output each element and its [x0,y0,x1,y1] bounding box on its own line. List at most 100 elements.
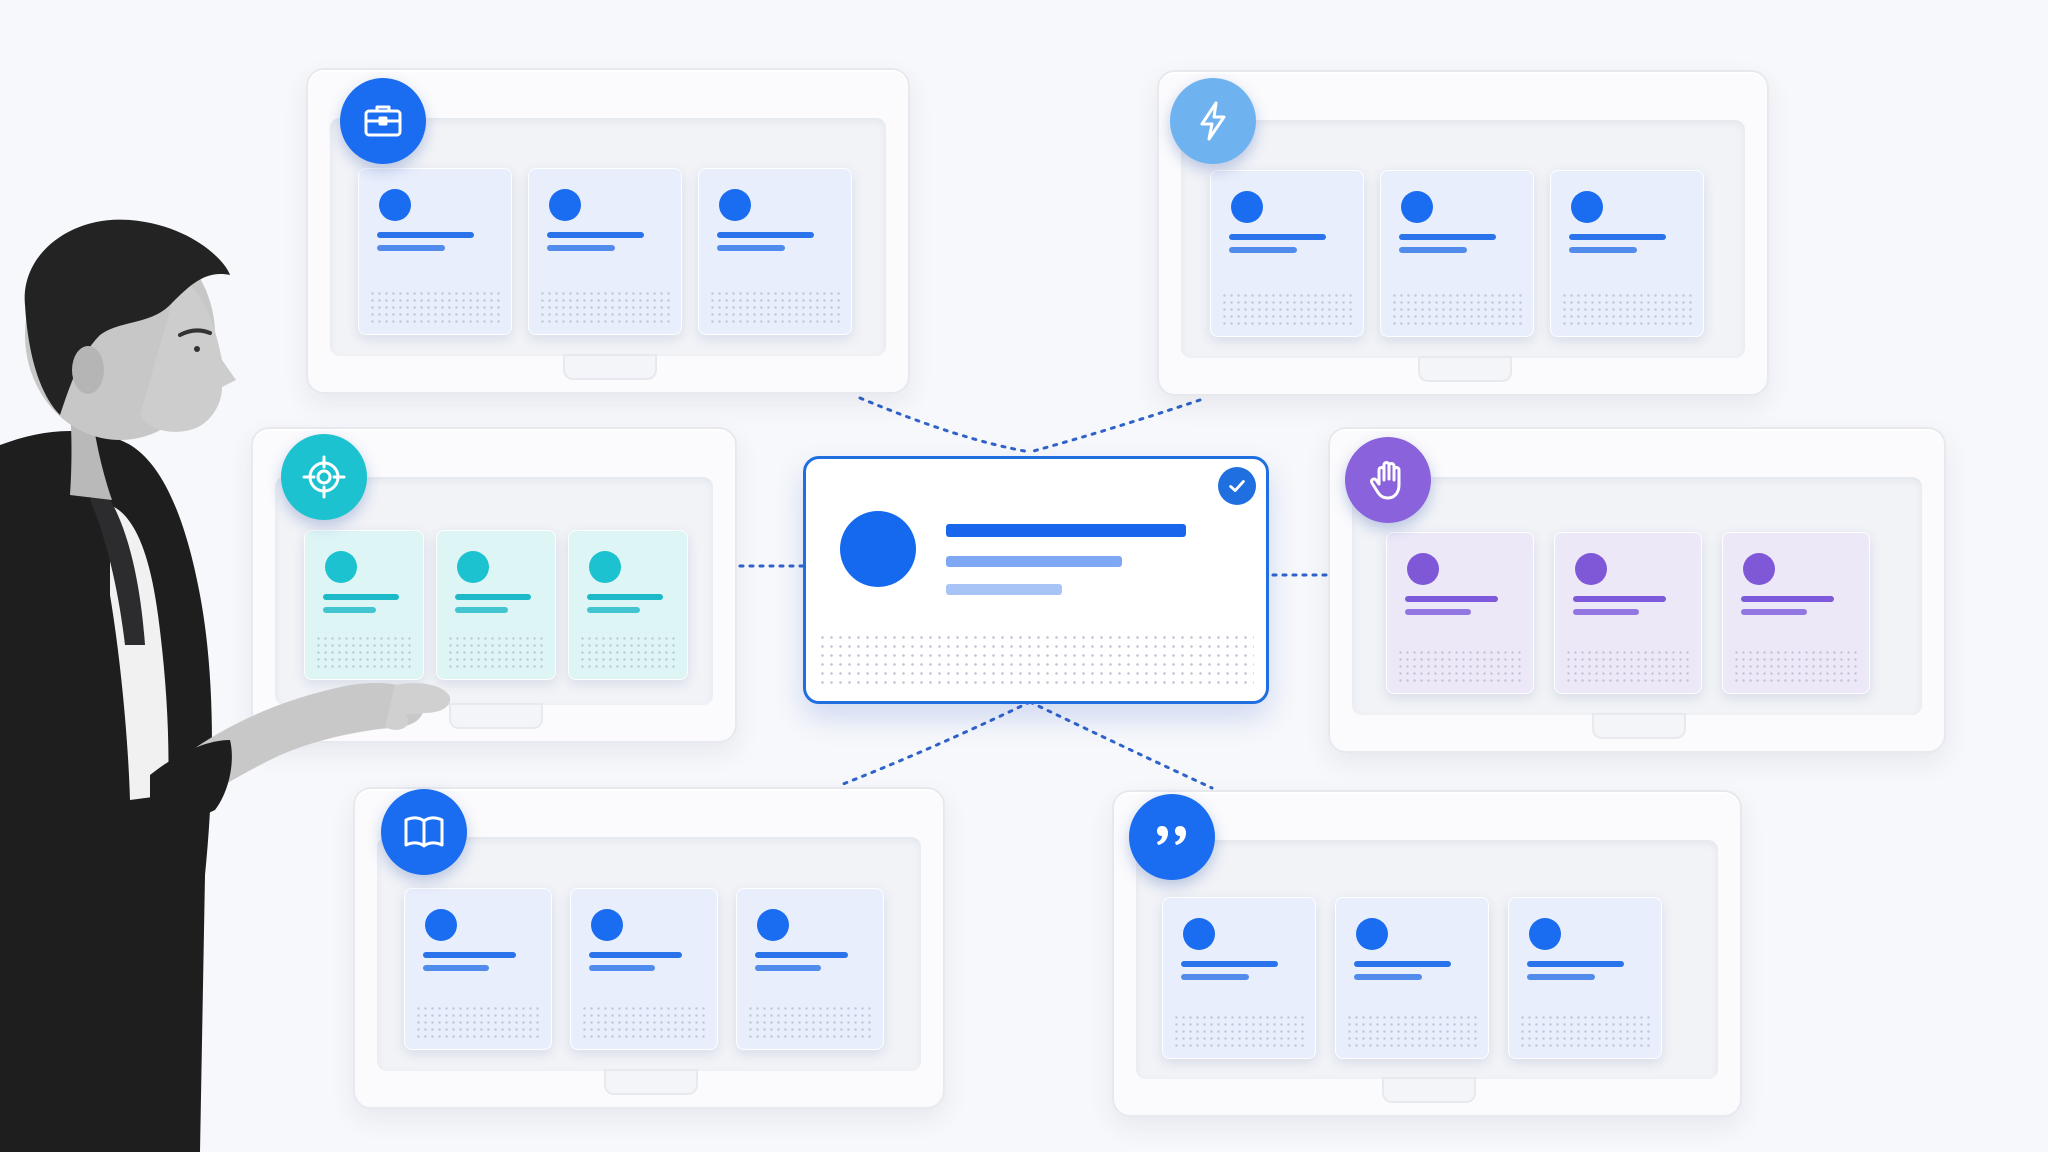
text-placeholder-line [1741,596,1834,602]
text-placeholder-line [1405,596,1498,602]
avatar [1743,553,1775,585]
content-card[interactable] [1335,897,1489,1059]
text-placeholder-line [946,556,1122,567]
content-card[interactable] [1386,532,1534,694]
text-placeholder-line [547,245,615,251]
text-placeholder-line [1527,961,1624,967]
tray-tab [563,354,657,380]
text-placeholder-line [1229,234,1326,240]
dot-pattern [315,635,413,671]
text-placeholder-line [455,607,508,613]
briefcase-icon[interactable] [340,78,426,164]
text-placeholder-line [1229,247,1297,253]
dot-pattern [539,290,671,326]
avatar [719,189,751,221]
text-placeholder-line [1354,974,1422,980]
content-card[interactable] [1550,170,1704,337]
text-placeholder-line [755,965,821,971]
content-card[interactable] [698,168,852,335]
tray-tab [604,1069,698,1095]
content-card[interactable] [1380,170,1534,337]
avatar [457,551,489,583]
avatar [1356,918,1388,950]
dot-pattern [1221,292,1353,328]
avatar [425,909,457,941]
text-placeholder-line [587,607,640,613]
dot-pattern [709,290,841,326]
selected-profile-card[interactable] [803,456,1269,704]
text-placeholder-line [946,524,1186,537]
text-placeholder-line [1569,234,1666,240]
text-placeholder-line [323,607,376,613]
avatar [1529,918,1561,950]
text-placeholder-line [1399,247,1467,253]
avatar [757,909,789,941]
book-icon[interactable] [381,789,467,875]
avatar [1407,553,1439,585]
tray-tab [1592,713,1686,739]
text-placeholder-line [1354,961,1451,967]
content-card[interactable] [1554,532,1702,694]
content-card[interactable] [1162,897,1316,1059]
dot-pattern [1397,649,1523,685]
dot-pattern [1391,292,1523,328]
text-placeholder-line [1573,596,1666,602]
avatar [840,511,916,587]
tray-tab [449,703,543,729]
lightning-icon[interactable] [1170,78,1256,164]
hand-icon[interactable] [1345,437,1431,523]
content-card[interactable] [1722,532,1870,694]
content-card[interactable] [568,530,688,680]
text-placeholder-line [323,594,399,600]
text-placeholder-line [1573,609,1639,615]
text-placeholder-line [755,952,848,958]
tray-tab [1382,1077,1476,1103]
text-placeholder-line [589,965,655,971]
text-placeholder-line [1741,609,1807,615]
content-card[interactable] [436,530,556,680]
text-placeholder-line [1569,247,1637,253]
text-placeholder-line [589,952,682,958]
dot-pattern [1346,1014,1478,1050]
content-card[interactable] [1210,170,1364,337]
content-card[interactable] [570,888,718,1050]
text-placeholder-line [587,594,663,600]
avatar [549,189,581,221]
content-card[interactable] [736,888,884,1050]
text-placeholder-line [547,232,644,238]
content-card[interactable] [304,530,424,680]
dot-pattern [369,290,501,326]
text-placeholder-line [1181,974,1249,980]
dot-pattern [581,1005,707,1041]
dot-pattern [1565,649,1691,685]
dot-pattern [415,1005,541,1041]
content-card[interactable] [358,168,512,335]
dot-pattern [747,1005,873,1041]
content-card[interactable] [1508,897,1662,1059]
text-placeholder-line [455,594,531,600]
content-card[interactable] [404,888,552,1050]
dot-pattern [447,635,545,671]
tray-tab [1418,356,1512,382]
dot-pattern [1173,1014,1305,1050]
dot-pattern [818,633,1254,689]
check-icon[interactable] [1218,467,1256,505]
avatar [379,189,411,221]
text-placeholder-line [1405,609,1471,615]
target-icon[interactable] [281,434,367,520]
avatar [1401,191,1433,223]
text-placeholder-line [1527,974,1595,980]
dot-pattern [1733,649,1859,685]
text-placeholder-line [1181,961,1278,967]
quote-icon[interactable] [1129,794,1215,880]
text-placeholder-line [1399,234,1496,240]
dot-pattern [1519,1014,1651,1050]
text-placeholder-line [423,965,489,971]
text-placeholder-line [377,232,474,238]
avatar [1231,191,1263,223]
avatar [1571,191,1603,223]
content-card[interactable] [528,168,682,335]
text-placeholder-line [717,232,814,238]
dot-pattern [579,635,677,671]
